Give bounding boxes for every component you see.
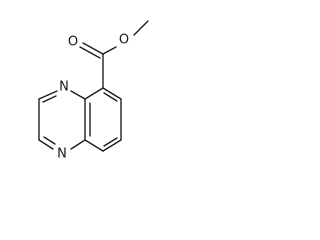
- bond-ccarbonyl-oether: [102, 46, 117, 55]
- bond-oether-methyl: [133, 20, 149, 36]
- bond-c4a-c5: [84, 87, 104, 100]
- bond-c8-c8a: [84, 139, 104, 152]
- bond-c7-c8-inner: [103, 137, 118, 147]
- bond-c5-c6-inner: [103, 92, 118, 102]
- atom-label-o-ether: O: [119, 33, 129, 48]
- bond-c4a-n4: [70, 90, 86, 100]
- bond-c5-c6: [102, 87, 122, 100]
- bond-c2-n1-inner: [43, 136, 56, 145]
- bond-n1-c8a: [70, 139, 86, 150]
- bond-c2-n1: [38, 139, 54, 150]
- bond-ccarbonyl-o-double-b: [79, 46, 101, 59]
- structure-canvas: N N O O: [0, 0, 152, 192]
- bond-ccarbonyl-o-double-a: [82, 42, 104, 55]
- molecule-drawing: N N O O: [38, 20, 149, 162]
- atom-label-n-bottom: N: [57, 147, 67, 162]
- atom-label-o-carbonyl: O: [68, 35, 78, 50]
- bond-n4-c3-inner: [42, 95, 57, 103]
- atom-label-n-top: N: [59, 80, 69, 95]
- bond-n4-c3: [38, 90, 58, 100]
- bond-c7-c8: [102, 139, 122, 152]
